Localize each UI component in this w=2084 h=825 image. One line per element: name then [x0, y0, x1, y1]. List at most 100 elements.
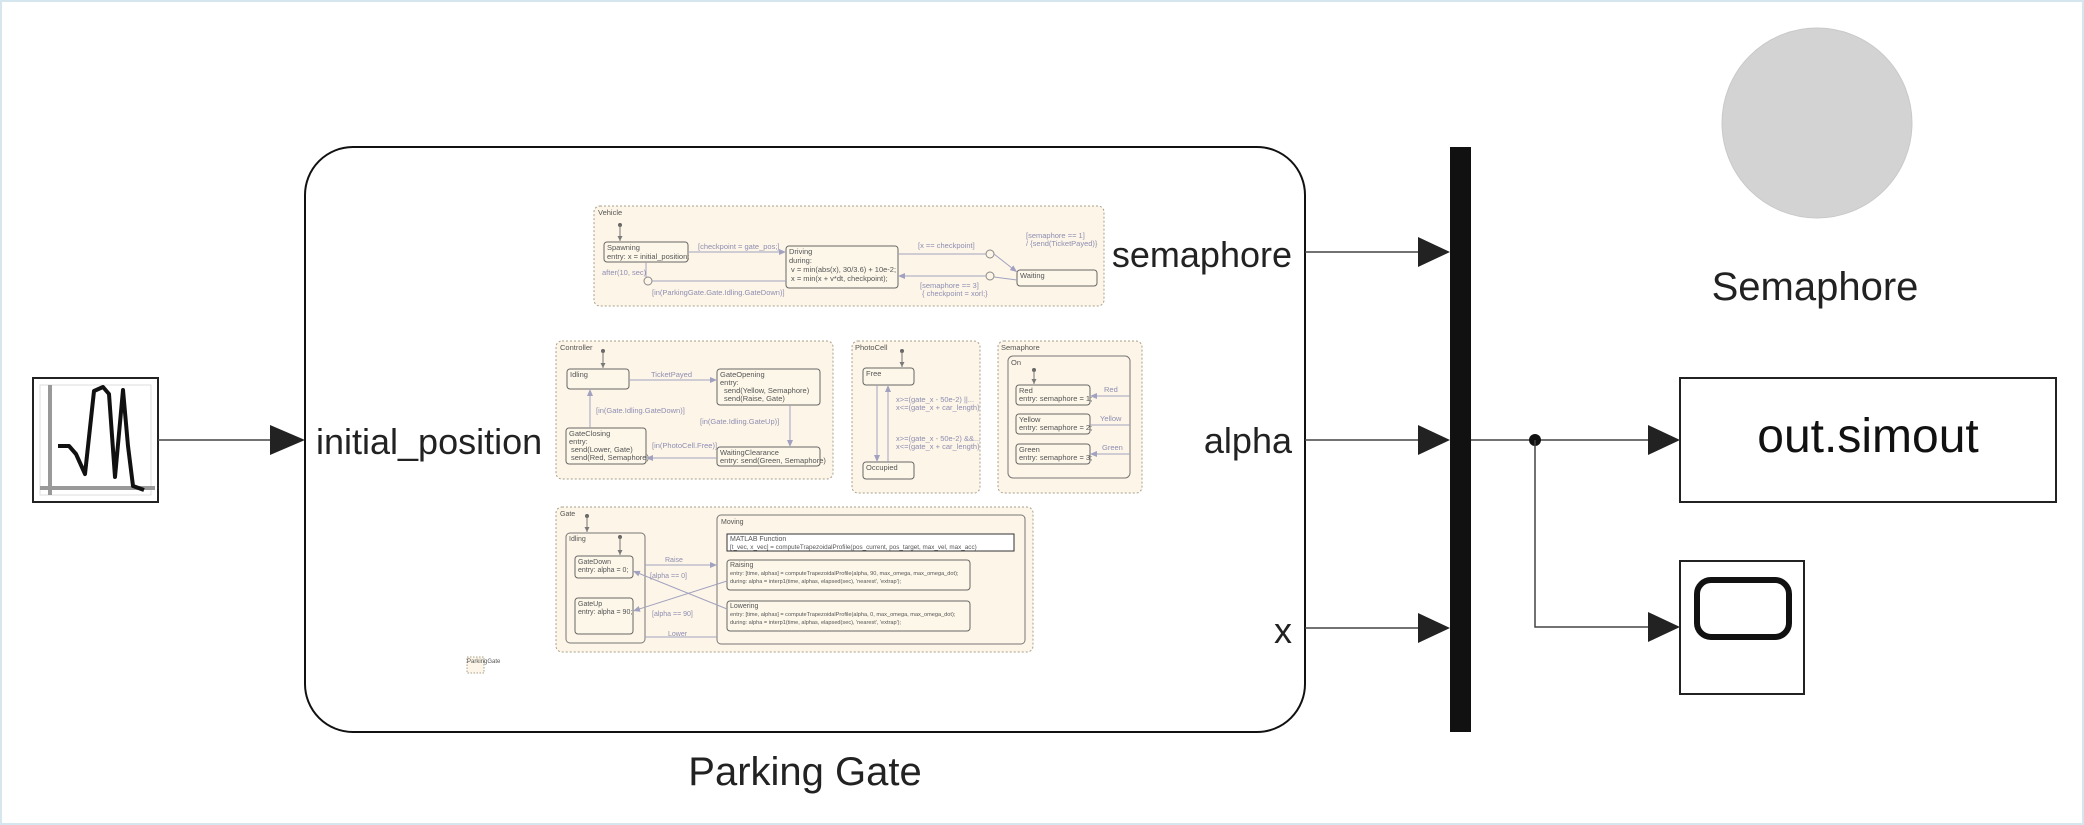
port-label-x: x — [1274, 610, 1292, 651]
svg-text:Waiting: Waiting — [1020, 271, 1045, 280]
vehicle-chart-title: Vehicle — [598, 208, 622, 217]
svg-text:On: On — [1011, 358, 1021, 367]
svg-text:GateUp: GateUp — [578, 601, 602, 608]
svg-text:entry: send(Green, Semaphore): entry: send(Green, Semaphore) — [720, 456, 826, 465]
state-gatedown[interactable]: GateDown entry: alpha = 0; — [574, 555, 634, 579]
svg-text:GateClosing: GateClosing — [569, 429, 610, 438]
svg-text:Green: Green — [1102, 443, 1123, 452]
svg-text:[checkpoint = gate_pos;]: [checkpoint = gate_pos;] — [698, 242, 780, 251]
svg-text:TicketPayed: TicketPayed — [651, 370, 692, 379]
svg-text:Spawning: Spawning — [607, 243, 640, 252]
state-yellow[interactable]: Yellow entry: semaphore = 2; — [1015, 413, 1092, 435]
mux-input-arrow — [1418, 237, 1450, 267]
state-free[interactable]: Free — [862, 367, 915, 386]
svg-text:[alpha == 0]: [alpha == 0] — [650, 573, 687, 580]
to-workspace-arrow — [1648, 425, 1680, 455]
svg-text:Green: Green — [1019, 445, 1040, 454]
svg-text:x<=(gate_x + car_length): x<=(gate_x + car_length) — [896, 442, 980, 451]
svg-text:Raise: Raise — [665, 557, 683, 564]
svg-text:Occupied: Occupied — [866, 463, 898, 472]
controller-chart[interactable]: Controller Idling GateOpening entry: sen… — [555, 340, 834, 480]
scope-block[interactable] — [1679, 560, 1805, 695]
photocell-chart[interactable]: PhotoCell Free Occupied x>=(gate_x - 50e… — [851, 340, 981, 494]
semaphore-lamp-label: Semaphore — [1712, 265, 1919, 309]
state-red[interactable]: Red entry: semaphore = 1; — [1015, 384, 1092, 406]
state-driving[interactable]: Driving during: v = min(abs(x), 30/3.6) … — [785, 245, 899, 289]
svg-text:[in(PhotoCell.Free)]: [in(PhotoCell.Free)] — [652, 441, 717, 450]
svg-text:Driving: Driving — [789, 247, 812, 256]
to-workspace-block[interactable]: out.simout — [1679, 377, 2057, 503]
parking-gate-badge: ParkingGate — [466, 656, 501, 674]
svg-text:Controller: Controller — [560, 343, 593, 352]
mux-input-arrow — [1418, 613, 1450, 643]
svg-text:x>=(gate_x - 50e-2) ||...: x>=(gate_x - 50e-2) ||... — [896, 395, 974, 404]
svg-text:[semaphore == 3]: [semaphore == 3] — [920, 281, 979, 290]
svg-text:x>=(gate_x - 50e-2) &&...: x>=(gate_x - 50e-2) &&... — [896, 434, 980, 443]
svg-text:[alpha == 90]: [alpha == 90] — [652, 611, 693, 618]
mux-input-arrow — [1418, 425, 1450, 455]
svg-text:during: alpha = interp1(time,: during: alpha = interp1(time, alphas, el… — [730, 579, 902, 585]
svg-text:after(10, sec): after(10, sec) — [602, 268, 647, 277]
svg-text:send(Raise, Gate): send(Raise, Gate) — [724, 394, 785, 403]
svg-text:[in(Gate.Idling.GateDown)]: [in(Gate.Idling.GateDown)] — [596, 406, 685, 415]
state-occupied[interactable]: Occupied — [862, 461, 915, 480]
signal-waveform-icon — [40, 385, 155, 495]
gate-chart[interactable]: Gate Idling GateDown entry: alpha = 0; G… — [555, 506, 1034, 653]
svg-text:PhotoCell: PhotoCell — [855, 343, 888, 352]
svg-text:Lower: Lower — [668, 631, 688, 638]
svg-text:GateDown: GateDown — [578, 559, 611, 566]
scope-screen-icon — [1694, 577, 1792, 640]
input-port-arrow — [270, 425, 305, 455]
svg-text:[x == checkpoint]: [x == checkpoint] — [918, 241, 975, 250]
state-gate-opening[interactable]: GateOpening entry: send(Yellow, Semaphor… — [716, 368, 821, 406]
matlab-function-box[interactable]: MATLAB Function [t_vec, x_vec] = compute… — [726, 533, 1015, 552]
svg-text:during: alpha = interp1(time,: during: alpha = interp1(time, alphas, el… — [730, 620, 902, 626]
svg-text:x<=(gate_x + car_length): x<=(gate_x + car_length) — [896, 403, 980, 412]
mux-block[interactable] — [1450, 147, 1471, 732]
svg-text:Yellow: Yellow — [1100, 414, 1122, 423]
svg-text:[in(Gate.Idling.GateUp)]: [in(Gate.Idling.GateUp)] — [700, 417, 779, 426]
state-waiting[interactable]: Waiting — [1016, 269, 1098, 287]
svg-text:Semaphore: Semaphore — [1001, 343, 1040, 352]
svg-text:[semaphore == 1]: [semaphore == 1] — [1026, 231, 1085, 240]
svg-text:send(Lower, Gate): send(Lower, Gate) — [571, 445, 633, 454]
state-waiting-clearance[interactable]: WaitingClearance entry: send(Green, Sema… — [716, 446, 826, 467]
svg-text:entry: alpha = 0;: entry: alpha = 0; — [578, 567, 628, 574]
svg-text:entry: [time, alphas] = comput: entry: [time, alphas] = computeTrapezoid… — [730, 571, 959, 577]
svg-text:Idling: Idling — [570, 370, 588, 379]
svg-text:MATLAB Function: MATLAB Function — [730, 536, 786, 543]
semaphore-lamp[interactable] — [1721, 27, 1913, 219]
svg-text:entry: x = initial_position;: entry: x = initial_position; — [607, 252, 689, 261]
state-lowering[interactable]: Lowering entry: [time, alphas] = compute… — [726, 600, 971, 632]
svg-text:WaitingClearance: WaitingClearance — [720, 448, 779, 457]
svg-text:Yellow: Yellow — [1019, 415, 1041, 424]
state-idling[interactable]: Idling — [566, 368, 630, 390]
svg-text:Red: Red — [1104, 385, 1118, 394]
svg-text:Gate: Gate — [560, 511, 575, 518]
state-spawning[interactable]: Spawning entry: x = initial_position; — [603, 241, 689, 263]
svg-text:Free: Free — [866, 369, 881, 378]
svg-text:Raising: Raising — [730, 562, 753, 569]
state-gate-closing[interactable]: GateClosing entry: send(Lower, Gate) sen… — [565, 427, 649, 465]
svg-text:GateOpening: GateOpening — [720, 370, 765, 379]
svg-text:entry: [time, alphas] = comput: entry: [time, alphas] = computeTrapezoid… — [730, 612, 956, 618]
svg-text:send(Yellow, Semaphore): send(Yellow, Semaphore) — [724, 386, 810, 395]
svg-text:entry:: entry: — [720, 378, 739, 387]
signal-builder-block[interactable] — [32, 377, 159, 503]
svg-text:entry: semaphore = 3;: entry: semaphore = 3; — [1019, 453, 1092, 462]
state-gateup[interactable]: GateUp entry: alpha = 90; — [574, 597, 634, 635]
svg-text:entry:: entry: — [569, 437, 588, 446]
svg-text:during:: during: — [789, 256, 812, 265]
svg-text:ParkingGate: ParkingGate — [467, 659, 501, 665]
svg-text:entry: semaphore = 1;: entry: semaphore = 1; — [1019, 394, 1092, 403]
semaphore-chart[interactable]: Semaphore On Red entry: semaphore = 1; Y… — [997, 340, 1143, 494]
vehicle-chart[interactable]: Vehicle Spawning entry: x = initial_posi… — [593, 205, 1105, 307]
parking-gate-label: Parking Gate — [688, 750, 921, 794]
svg-text:{ checkpoint = xorl;}: { checkpoint = xorl;} — [922, 289, 988, 298]
svg-text:Idling: Idling — [569, 536, 586, 543]
state-raising[interactable]: Raising entry: [time, alphas] = computeT… — [726, 559, 971, 591]
svg-text:v = min(abs(x), 30/3.6) + 10e-: v = min(abs(x), 30/3.6) + 10e-2; — [791, 265, 896, 274]
svg-text:entry: alpha = 90;: entry: alpha = 90; — [578, 609, 632, 616]
state-green[interactable]: Green entry: semaphore = 3; — [1015, 443, 1092, 465]
